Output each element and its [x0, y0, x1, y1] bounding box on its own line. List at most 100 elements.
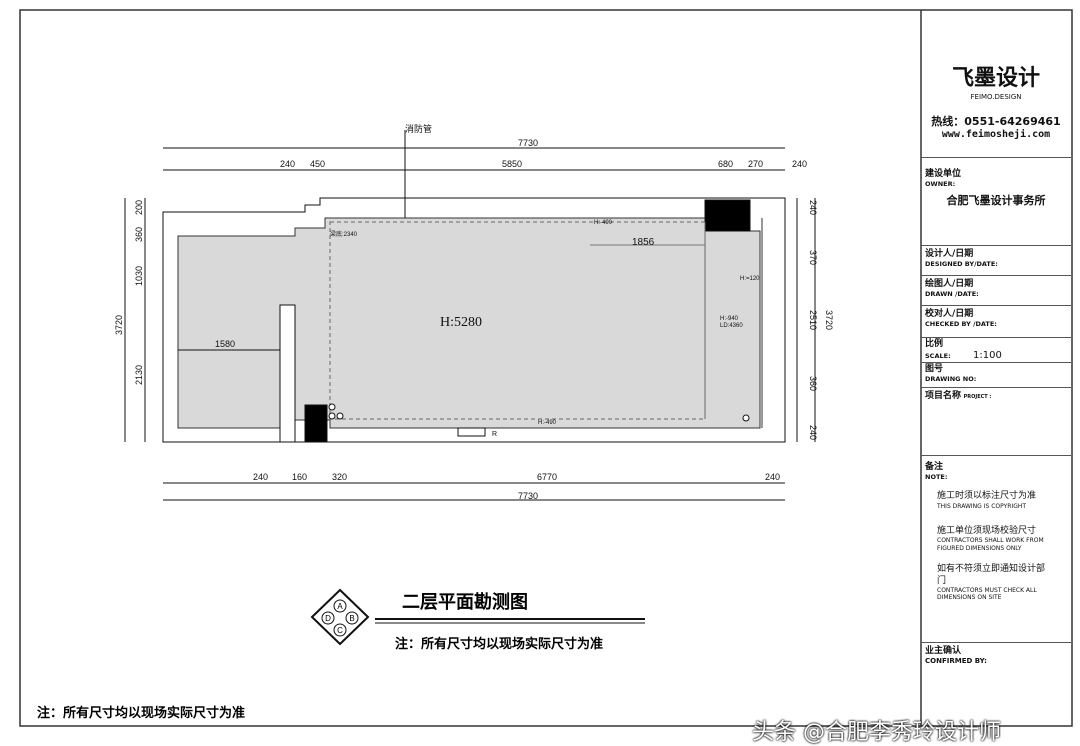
dim-top: 450 — [310, 159, 325, 169]
ceiling-height: H:5280 — [440, 315, 482, 330]
note-en: CONTRACTORS MUST CHECK ALL DIMENSIONS ON… — [937, 586, 1037, 602]
compass-letter: D — [325, 614, 331, 623]
designed-label-en: DESIGNED BY/DATE: — [925, 260, 998, 269]
compass-letter: A — [337, 602, 343, 611]
compass-icon — [310, 588, 370, 646]
dim-bottom: 320 — [332, 472, 347, 482]
door-symbol — [457, 427, 486, 437]
confirmed-label: 业主确认 — [925, 646, 962, 656]
drawing-no-label: 图号 — [925, 364, 944, 374]
note-cn: 施工时须以标注尺寸为准 — [937, 491, 1037, 502]
project-label-en: PROJECT : — [963, 394, 992, 400]
dim-top: 270 — [748, 159, 763, 169]
note-cn: 如有不符须立即通知设计部门 — [937, 564, 1046, 586]
dim-left: 200 — [134, 200, 144, 215]
note-en: CONTRACTORS SHALL WORK FROM FIGURED DIME… — [937, 537, 1044, 552]
column-bottom-left — [304, 404, 328, 443]
pipe-icon — [328, 412, 336, 420]
dim-left: 2130 — [134, 365, 144, 385]
dim-right: 2510 — [808, 310, 818, 330]
beam-label: 梁底:2340 — [330, 230, 358, 238]
dim-top-total: 7730 — [518, 138, 538, 148]
dim-right: 240 — [808, 425, 818, 440]
dim-bottom: 160 — [292, 472, 307, 482]
dim-right: 370 — [808, 250, 818, 265]
h-940: H:-940 — [720, 316, 739, 322]
dim-bottom: 240 — [765, 472, 780, 482]
drawing-no-label-en: DRAWING NO: — [925, 375, 977, 384]
note-en: THIS DRAWING IS COPYRIGHT — [937, 502, 1027, 510]
dim-bottom: 240 — [253, 472, 268, 482]
note-label: 备注 — [925, 462, 944, 472]
dim-right: 360 — [808, 376, 818, 391]
beam-width: 1856 — [632, 237, 655, 248]
left-room-width: 1580 — [215, 339, 235, 349]
partition-wall — [279, 304, 296, 443]
note-label-en: NOTE: — [925, 473, 948, 482]
dim-top: 5850 — [502, 159, 522, 169]
note-cn: 施工单位须现场校验尺寸 — [937, 526, 1037, 537]
pipe-icon — [336, 412, 344, 420]
dim-top: 240 — [280, 159, 295, 169]
designed-label: 设计人/日期 — [925, 249, 974, 259]
sheet-frame — [19, 9, 1073, 727]
dim-top: 680 — [718, 159, 733, 169]
dim-left: 1030 — [134, 266, 144, 286]
scale-label: 比例 — [925, 339, 944, 349]
beam-outline — [329, 221, 706, 420]
scale-label-en: SCALE: — [925, 352, 951, 361]
dim-bottom-total: 7730 — [518, 491, 538, 501]
floor-plan — [124, 130, 816, 501]
footer-note: 注：所有尺寸均以现场实际尺寸为准 — [37, 705, 245, 721]
checked-label: 校对人/日期 — [925, 309, 974, 319]
h-bottom: H:-490 — [538, 420, 557, 426]
brand-en: FEIMO.DESIGN — [970, 92, 1022, 101]
confirmed-label-en: CONFIRMED BY: — [925, 657, 987, 666]
dim-left-total: 3720 — [114, 315, 124, 335]
owner-row: 建设单位 OWNER: 合肥飞墨设计事务所 — [921, 158, 1071, 246]
owner-label: 建设单位 — [925, 169, 962, 179]
drawn-label: 绘图人/日期 — [925, 279, 974, 289]
outer-wall — [162, 197, 786, 443]
door-mark: R — [492, 431, 497, 438]
h-top: H:-490 — [594, 220, 613, 226]
compass-letter: B — [349, 614, 354, 623]
dim-right-total: 3720 — [824, 310, 834, 330]
title-block-header: 飞墨设计 FEIMO.DESIGN 热线：0551-64269461 www.f… — [921, 10, 1071, 158]
owner-label-en: OWNER: — [925, 180, 956, 189]
title-main: 二层平面勘测图 — [402, 591, 528, 613]
column-top-right — [704, 199, 751, 232]
fire-pipe-label: 消防管 — [405, 123, 432, 134]
scale-value: 1:100 — [973, 350, 1002, 362]
drawn-label-en: DRAWN /DATE: — [925, 290, 979, 299]
h-right: H:=120 — [740, 276, 760, 282]
owner-value: 合肥飞墨设计事务所 — [946, 194, 1046, 208]
pipe-icon — [742, 414, 750, 422]
brand-logo: 飞墨设计 — [951, 66, 1040, 91]
title-note: 注：所有尺寸均以现场实际尺寸为准 — [395, 636, 603, 652]
project-row: 项目名称 PROJECT : — [921, 388, 1071, 456]
project-label: 项目名称 — [925, 391, 962, 401]
checked-label-en: CHECKED BY /DATE: — [925, 320, 997, 329]
scale-row: 比例 SCALE: 1:100 — [921, 338, 1071, 363]
ld-label: LD:4360 — [720, 323, 743, 329]
dim-right: 240 — [808, 200, 818, 215]
website: www.feimosheji.com — [941, 129, 1051, 140]
pipe-icon — [328, 403, 336, 411]
drawing-title: A B C D 二层平面勘测图 注：所有尺寸均以现场实际尺寸为准 — [310, 588, 645, 652]
compass-letter: C — [337, 626, 343, 635]
dim-bottom: 6770 — [537, 472, 557, 482]
dim-left: 360 — [134, 227, 144, 242]
dim-top: 240 — [792, 159, 807, 169]
hotline: 热线：0551-64269461 — [931, 115, 1061, 129]
